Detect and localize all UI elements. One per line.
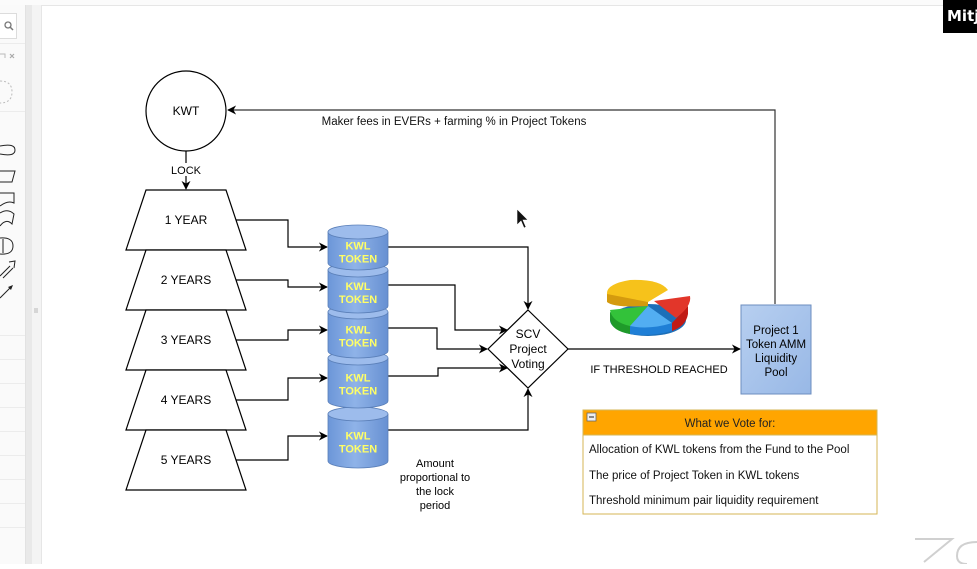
- amount-note-line-4: period: [420, 500, 451, 512]
- token-label-line-2: TOKEN: [339, 294, 377, 306]
- token-label-line-1: KWL: [345, 431, 370, 443]
- kwt-node[interactable]: KWT: [145, 70, 227, 152]
- pool-label-line-4: Pool: [764, 367, 787, 379]
- amount-note-line-1: Amount: [416, 458, 454, 470]
- lock-period-node[interactable]: 1 YEAR: [125, 189, 247, 251]
- lock-label-bg: [168, 163, 204, 176]
- token-to-voting-arrow[interactable]: [388, 327, 488, 354]
- cylinder-shape[interactable]: [0, 237, 14, 255]
- lock-period-node[interactable]: 3 YEARS: [125, 309, 247, 371]
- vote-item[interactable]: The price of Project Token in KWL tokens: [589, 470, 800, 482]
- search-icon: [4, 21, 14, 31]
- vote-item[interactable]: Threshold minimum pair liquidity require…: [589, 495, 819, 507]
- divider: [0, 383, 25, 384]
- token-to-voting-arrow[interactable]: [388, 363, 508, 377]
- lock-to-token-arrow[interactable]: [236, 373, 328, 401]
- token-to-voting-arrow[interactable]: [388, 388, 533, 431]
- divider: [0, 431, 25, 432]
- lock-label: LOCK: [171, 165, 202, 177]
- feedback-arrow[interactable]: [227, 105, 776, 304]
- collapse-icon[interactable]: [586, 412, 597, 422]
- divider: [0, 407, 25, 408]
- tape-shape[interactable]: [0, 210, 15, 227]
- token-to-voting-arrow[interactable]: [388, 246, 533, 310]
- lock-period-label: 1 YEAR: [165, 213, 208, 227]
- panel-scrollbar[interactable]: [26, 5, 32, 564]
- pin-icon[interactable]: [0, 53, 6, 58]
- lock-period-node[interactable]: 4 YEARS: [125, 369, 247, 431]
- dashed-circle-shape: [0, 80, 13, 104]
- lock-period-label: 3 YEARS: [161, 333, 211, 347]
- scv-voting-node[interactable]: SCV Project Voting: [487, 309, 569, 389]
- top-toolbar-edge: [0, 0, 977, 6]
- panel-resize-handle[interactable]: [32, 5, 42, 564]
- double-arrow-shape[interactable]: [0, 260, 16, 279]
- token-label-line-2: TOKEN: [339, 386, 377, 398]
- zoom-logo: [915, 538, 977, 564]
- pool-label-line-2: Token AMM: [746, 339, 806, 351]
- token-label-line-1: KWL: [345, 373, 370, 385]
- divider: [0, 527, 25, 528]
- divider: [0, 335, 25, 336]
- token-label-line-1: KWL: [345, 281, 370, 293]
- token-to-voting-arrow[interactable]: [388, 284, 508, 335]
- mouse-cursor-icon: [516, 208, 529, 229]
- token-label-line-1: KWL: [345, 325, 370, 337]
- grip-icon: [34, 308, 38, 313]
- vote-item[interactable]: Allocation of KWL tokens from the Fund t…: [589, 444, 849, 456]
- general-shapes: [0, 144, 16, 299]
- participant-name-tag: Mitja: [943, 0, 977, 33]
- kwt-label: KWT: [173, 104, 200, 118]
- amount-note-line-3: the lock: [416, 486, 454, 498]
- scratchpad-header: [0, 53, 15, 59]
- token-label-line-2: TOKEN: [339, 338, 377, 350]
- vote-list-title: What we Vote for:: [685, 418, 776, 430]
- token-label-line-1: KWL: [345, 241, 370, 253]
- lock-to-token-arrow[interactable]: [236, 219, 328, 252]
- liquidity-pool-node[interactable]: Project 1 Token AMM Liquidity Pool: [740, 304, 812, 395]
- pie-chart-icon: [606, 279, 691, 336]
- divider: [0, 111, 25, 112]
- vote-list-header: [582, 409, 878, 436]
- divider: [0, 455, 25, 456]
- threshold-label: IF THRESHOLD REACHED: [590, 364, 727, 376]
- arrow-shape[interactable]: [0, 285, 13, 299]
- lock-period-label: 5 YEARS: [161, 453, 211, 467]
- shape-library-panel: [0, 5, 26, 564]
- lock-period-label: 2 YEARS: [161, 273, 211, 287]
- lock-to-token-arrow[interactable]: [236, 279, 328, 292]
- divider: [0, 503, 25, 504]
- feedback-label: Maker fees in EVERs + farming % in Proje…: [322, 116, 587, 128]
- token-label-line-2: TOKEN: [339, 254, 377, 266]
- document-shape[interactable]: [0, 192, 15, 207]
- divider: [0, 43, 25, 44]
- token-label-line-2: TOKEN: [339, 444, 377, 456]
- lock-period-node[interactable]: 5 YEARS: [125, 429, 247, 491]
- lock-period-label: 4 YEARS: [161, 393, 211, 407]
- lock-to-token-arrow[interactable]: [236, 325, 328, 341]
- pool-label-line-3: Liquidity: [755, 353, 797, 365]
- scratchpad-dropzone[interactable]: [0, 77, 25, 107]
- lock-period-node[interactable]: 2 YEARS: [125, 249, 247, 311]
- close-icon[interactable]: [9, 53, 15, 59]
- ellipse-shape[interactable]: [0, 144, 16, 156]
- vote-list-box[interactable]: What we Vote for: Allocation of KWL toke…: [582, 409, 878, 515]
- shape-search-input[interactable]: [0, 13, 17, 39]
- pool-label-line-1: Project 1: [753, 325, 798, 337]
- voting-label-line-2: Project: [509, 342, 547, 356]
- divider: [0, 359, 25, 360]
- amount-note: Amount proportional to the lock period: [400, 458, 470, 512]
- parallelogram-shape[interactable]: [0, 170, 16, 183]
- divider: [0, 479, 25, 480]
- amount-note-line-2: proportional to: [400, 472, 470, 484]
- voting-label-line-1: SCV: [516, 327, 541, 341]
- lock-to-token-arrow[interactable]: [236, 431, 328, 461]
- voting-label-line-3: Voting: [511, 357, 544, 371]
